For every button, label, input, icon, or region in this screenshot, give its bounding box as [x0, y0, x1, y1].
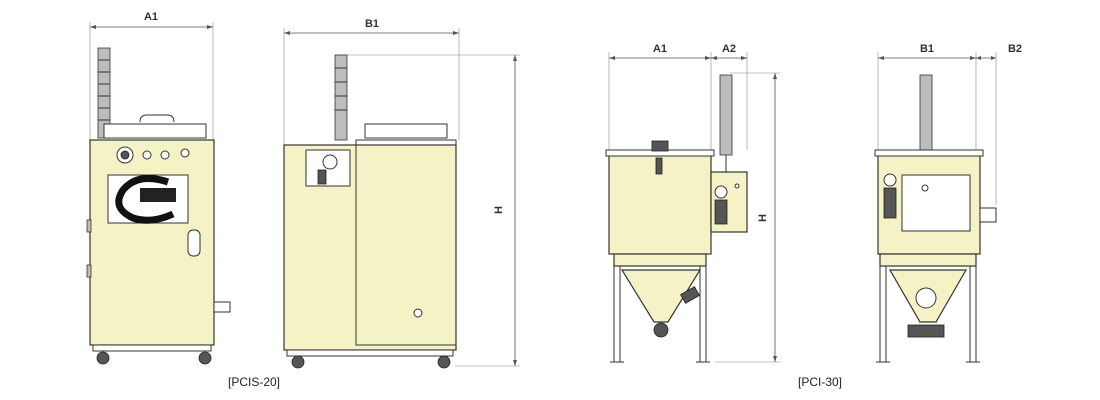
base-frame: [92, 344, 212, 352]
label-b1-side: B1: [365, 18, 379, 30]
label-b1-pci: B1: [920, 43, 934, 55]
arrow-right-icon: [207, 25, 213, 29]
arrow-down-icon: [773, 356, 777, 362]
lid: [103, 123, 207, 139]
label-a1-front: A1: [144, 11, 158, 23]
pressure-gauge-icon: [322, 154, 338, 170]
pcis20-front-view: A1: [86, 11, 231, 365]
arrow-left-icon: [609, 56, 615, 60]
hinge-icon: [86, 219, 92, 233]
pci30-side-view: B1 B2: [874, 43, 1022, 363]
side-fitting: [979, 207, 997, 223]
caster-wheel-icon: [291, 355, 305, 369]
lid-handle: [139, 114, 175, 123]
switch-icon: [142, 150, 152, 160]
switch-icon: [160, 150, 170, 160]
label-h-pci: H: [757, 214, 769, 222]
lid-rim: [874, 149, 984, 157]
switch-icon: [180, 148, 190, 158]
caster-wheel-icon: [198, 351, 212, 365]
tank-section: [355, 139, 457, 346]
vibrator-icon: [680, 286, 700, 304]
caption-pcis20: [PCIS-20]: [228, 375, 280, 389]
lift-handle: [919, 74, 933, 151]
discharge-valve-icon: [907, 324, 945, 338]
arrow-left-icon: [90, 25, 96, 29]
arrow-right-icon: [705, 56, 711, 60]
filter-bowl-icon: [883, 187, 897, 219]
pressure-gauge-icon: [883, 173, 897, 187]
frame-band: [879, 253, 977, 267]
lift-handle: [719, 74, 733, 156]
pcis20-side-view: B1 H: [283, 18, 520, 369]
base-frame: [286, 349, 454, 357]
filter-bowl-icon: [317, 169, 327, 185]
fitting-icon: [734, 183, 740, 189]
arrow-right-icon: [453, 31, 459, 35]
arrow-left-icon: [976, 56, 981, 60]
pressure-gauge-icon: [714, 185, 728, 199]
arrow-left-icon: [284, 31, 290, 35]
inspection-port-icon: [915, 287, 937, 309]
display-screen: [140, 188, 176, 202]
caption-pci30: [PCI-30]: [798, 375, 842, 389]
label-a1-pci: A1: [653, 43, 667, 55]
caster-wheel-icon: [96, 351, 110, 365]
arrow-up-icon: [513, 55, 517, 61]
frame-band: [613, 253, 707, 267]
valve-knob-icon: [413, 308, 423, 318]
label-a2-pci: A2: [722, 43, 736, 55]
outlet-pipe: [213, 301, 231, 313]
filter-bowl-icon: [714, 199, 728, 225]
arrow-down-icon: [513, 360, 517, 366]
lid-clamp-icon: [651, 140, 669, 152]
arrow-up-icon: [773, 73, 777, 79]
handle-grip-lines: [335, 67, 347, 111]
lid: [364, 123, 448, 139]
arrow-left-icon: [878, 56, 884, 60]
brand-logo-icon: [115, 174, 175, 224]
hinge-icon: [86, 264, 92, 278]
latch-icon: [655, 157, 663, 175]
fitting-icon: [921, 184, 929, 192]
discharge-valve-icon: [653, 322, 669, 338]
arrow-right-icon: [970, 56, 976, 60]
access-panel: [901, 174, 971, 232]
sight-glass: [187, 229, 201, 257]
arrow-right-icon: [741, 56, 747, 60]
arrow-left-icon: [711, 56, 717, 60]
label-h-side: H: [493, 206, 505, 214]
lift-handle: [334, 54, 348, 141]
arrow-right-icon: [991, 56, 996, 60]
hopper-cone: [620, 269, 702, 323]
label-b2-pci: B2: [1008, 43, 1022, 55]
pci30-front-view: A1 A2 H: [605, 43, 780, 363]
handle-grip-lines: [98, 59, 110, 121]
caster-wheel-icon: [437, 355, 451, 369]
